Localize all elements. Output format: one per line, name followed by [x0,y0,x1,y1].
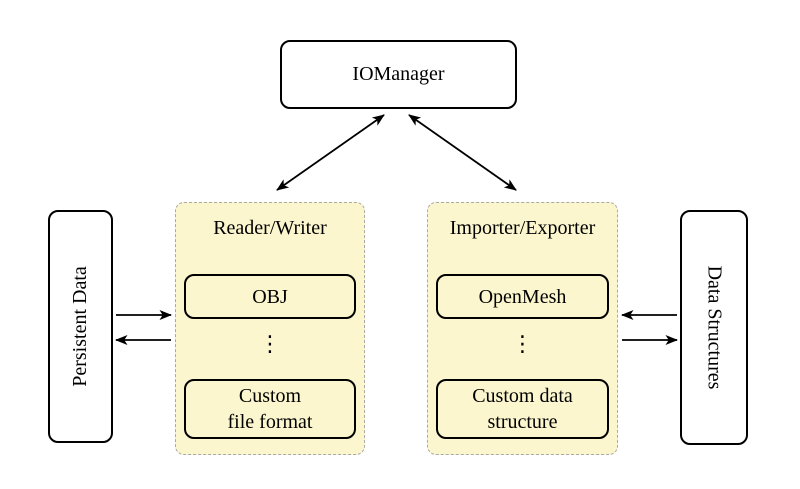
node-data-structures-label: Data Structures [703,265,726,390]
node-persistent-data: Persistent Data [48,210,113,443]
item-custom-file-format: Custom file format [184,379,356,439]
ellipsis-importer-exporter: ⋮ [511,332,534,357]
item-openmesh-label: OpenMesh [478,285,567,308]
item-openmesh: OpenMesh [436,274,609,319]
group-reader-writer: Reader/Writer OBJ ⋮ Custom file format [175,202,365,455]
node-iomanager-label: IOManager [352,63,445,85]
node-iomanager: IOManager [280,40,517,109]
arrow-iomanager-importer-exporter [408,114,517,191]
node-data-structures: Data Structures [680,210,748,445]
node-persistent-data-label: Persistent Data [69,266,91,387]
item-custom-file-format-line2: file format [227,411,313,433]
group-importer-exporter: Importer/Exporter OpenMesh ⋮ Custom data… [427,202,618,455]
item-obj-label: OBJ [252,285,288,308]
item-custom-data-structure-line2: structure [487,411,558,433]
group-importer-exporter-title: Importer/Exporter [449,217,596,239]
item-custom-file-format-line1: Custom [238,385,302,407]
item-custom-data-structure-line1: Custom data [472,385,573,407]
ellipsis-reader-writer: ⋮ [259,332,281,357]
arrow-iomanager-reader-writer [276,114,385,191]
item-custom-data-structure: Custom data structure [436,379,609,439]
item-obj: OBJ [184,274,356,319]
group-reader-writer-title: Reader/Writer [213,217,327,239]
